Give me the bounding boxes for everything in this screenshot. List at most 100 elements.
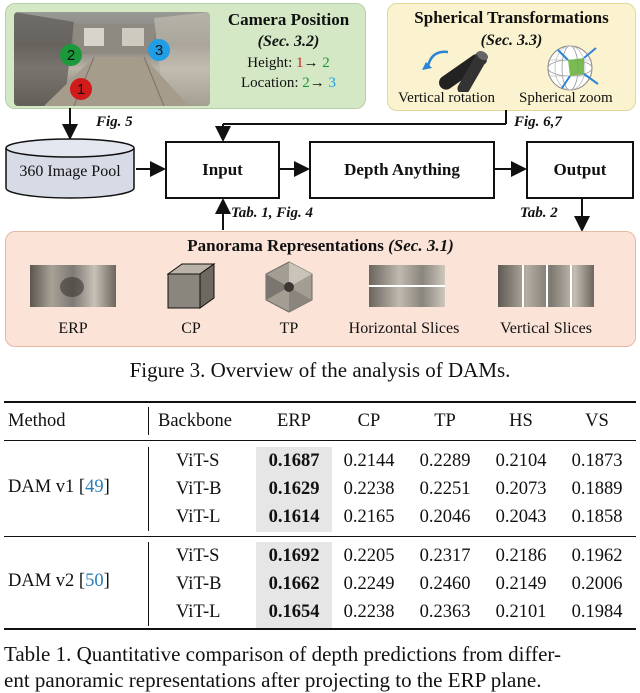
vs-value: 0.1889 (571, 479, 623, 499)
erp-value: 0.1692 (268, 546, 320, 566)
header-erp: ERP (277, 411, 311, 431)
hs-value: 0.2043 (495, 507, 547, 527)
backbone-cell: ViT-L (176, 507, 221, 527)
cp-value: 0.2249 (343, 574, 395, 594)
cp-thumbnail (164, 262, 220, 312)
panorama-representations-panel: Panorama Representations (Sec. 3.1) (5, 231, 636, 347)
figure: 2 3 1 Camera Position (Sec. 3.2) Height:… (5, 3, 636, 382)
tp-thumbnail (260, 260, 318, 314)
header-divider (148, 407, 149, 435)
cp-value: 0.2238 (343, 479, 395, 499)
spherical-panel-title: Spherical Transformations (414, 8, 609, 27)
header-rule (4, 440, 636, 441)
header-cp: CP (357, 411, 381, 431)
spherical-transformations-panel: Spherical Transformations (Sec. 3.3) (387, 3, 636, 111)
hs-value: 0.2101 (495, 602, 547, 622)
hs-value: 0.2073 (495, 479, 547, 499)
spherical-zoom-label: Spherical zoom (519, 90, 613, 106)
table-row: ViT-S 0.1687 0.2144 0.2289 0.2104 0.1873 (4, 449, 636, 477)
output-box: Output (526, 141, 634, 199)
erp-value: 0.1654 (268, 602, 320, 622)
backbone-cell: ViT-L (176, 602, 221, 622)
tp-value: 0.2317 (419, 546, 471, 566)
tp-value: 0.2289 (419, 451, 471, 471)
cp-value: 0.2238 (343, 602, 395, 622)
vs-value: 0.1984 (571, 602, 623, 622)
header-tp: TP (434, 411, 456, 431)
tp-value: 0.2460 (419, 574, 471, 594)
marker-3: 3 (148, 39, 170, 61)
camera-panel-title: Camera Position (227, 10, 350, 29)
group2-divider (148, 542, 149, 626)
hs-value: 0.2149 (495, 574, 547, 594)
group1-divider (148, 447, 149, 531)
backbone-cell: ViT-B (176, 574, 222, 594)
depth-anything-box: Depth Anything (309, 141, 495, 199)
hs-value: 0.2186 (495, 546, 547, 566)
table-caption-line-2: ent panoramic representations after proj… (4, 668, 542, 692)
cp-value: 0.2144 (343, 451, 395, 471)
spherical-panel-section: (Sec. 3.3) (480, 32, 543, 49)
backbone-cell: ViT-S (176, 546, 220, 566)
input-box: Input (165, 141, 280, 199)
backbone-cell: ViT-S (176, 451, 220, 471)
erp-shade-group1 (256, 447, 332, 532)
table-row: ViT-L 0.1654 0.2238 0.2363 0.2101 0.1984 (4, 600, 636, 628)
tp-value: 0.2046 (419, 507, 471, 527)
figure-caption: Figure 3. Overview of the analysis of DA… (129, 358, 511, 382)
erp-value: 0.1614 (268, 507, 320, 527)
table-row: ViT-B 0.1662 0.2249 0.2460 0.2149 0.2006 (4, 572, 636, 600)
rotation-icon (422, 50, 489, 92)
vs-value: 0.1962 (571, 546, 623, 566)
repr-label-tp: TP (279, 320, 299, 337)
flow-arrows (62, 108, 590, 232)
tp-value: 0.2363 (419, 602, 471, 622)
header-method: Method (8, 411, 66, 431)
table-header-row: Method Backbone ERP CP TP HS VS (4, 403, 636, 439)
cp-value: 0.2165 (343, 507, 395, 527)
group-rule (4, 536, 636, 537)
height-line: Height: 1→ 2 (247, 55, 330, 71)
backbone-cell: ViT-B (176, 479, 222, 499)
header-backbone: Backbone (158, 411, 232, 431)
table-row: ViT-B 0.1629 0.2238 0.2251 0.2073 0.1889 (4, 477, 636, 505)
note-tab1fig4: Tab. 1, Fig. 4 (231, 205, 313, 221)
camera-position-panel: 2 3 1 Camera Position (Sec. 3.2) Height:… (5, 3, 366, 109)
hs-thumbnail (369, 265, 445, 307)
table-caption-line-1: Table 1. Quantitative comparison of dept… (4, 642, 561, 666)
erp-value: 0.1687 (268, 451, 320, 471)
room-photo: 2 3 1 (14, 12, 210, 106)
vertical-rotation-label: Vertical rotation (398, 90, 496, 106)
method-dam-v1: DAM v1 [49] (8, 477, 110, 497)
erp-value: 0.1629 (268, 479, 320, 499)
header-hs: HS (509, 411, 533, 431)
marker-2: 2 (60, 44, 82, 66)
erp-thumbnail (30, 265, 116, 307)
sphere-zoom-icon (547, 45, 599, 91)
location-line: Location: 2→ 3 (241, 75, 336, 91)
top-rule (4, 401, 636, 403)
repr-label-hs: Horizontal Slices (348, 320, 460, 337)
camera-panel-section: (Sec. 3.2) (257, 33, 320, 50)
repr-panel-title: Panorama Representations (Sec. 3.1) (187, 236, 454, 255)
note-fig67: Fig. 6,7 (514, 114, 562, 130)
repr-label-vs: Vertical Slices (500, 320, 592, 337)
table-row: ViT-S 0.1692 0.2205 0.2317 0.2186 0.1962 (4, 544, 636, 572)
vs-value: 0.1858 (571, 507, 623, 527)
header-vs: VS (585, 411, 609, 431)
table-row: ViT-L 0.1614 0.2165 0.2046 0.2043 0.1858 (4, 505, 636, 533)
method-dam-v2: DAM v2 [50] (8, 571, 110, 591)
vs-value: 0.2006 (571, 574, 623, 594)
image-pool-label: 360 Image Pool (19, 163, 121, 180)
vs-value: 0.1873 (571, 451, 623, 471)
hs-value: 0.2104 (495, 451, 547, 471)
marker-1: 1 (70, 78, 92, 100)
note-fig5: Fig. 5 (96, 114, 133, 130)
note-tab2: Tab. 2 (520, 205, 558, 221)
image-pool-cylinder (5, 138, 135, 199)
cp-value: 0.2205 (343, 546, 395, 566)
tp-value: 0.2251 (419, 479, 471, 499)
erp-value: 0.1662 (268, 574, 320, 594)
erp-shade-group2 (256, 542, 332, 628)
vs-thumbnail (498, 265, 594, 307)
